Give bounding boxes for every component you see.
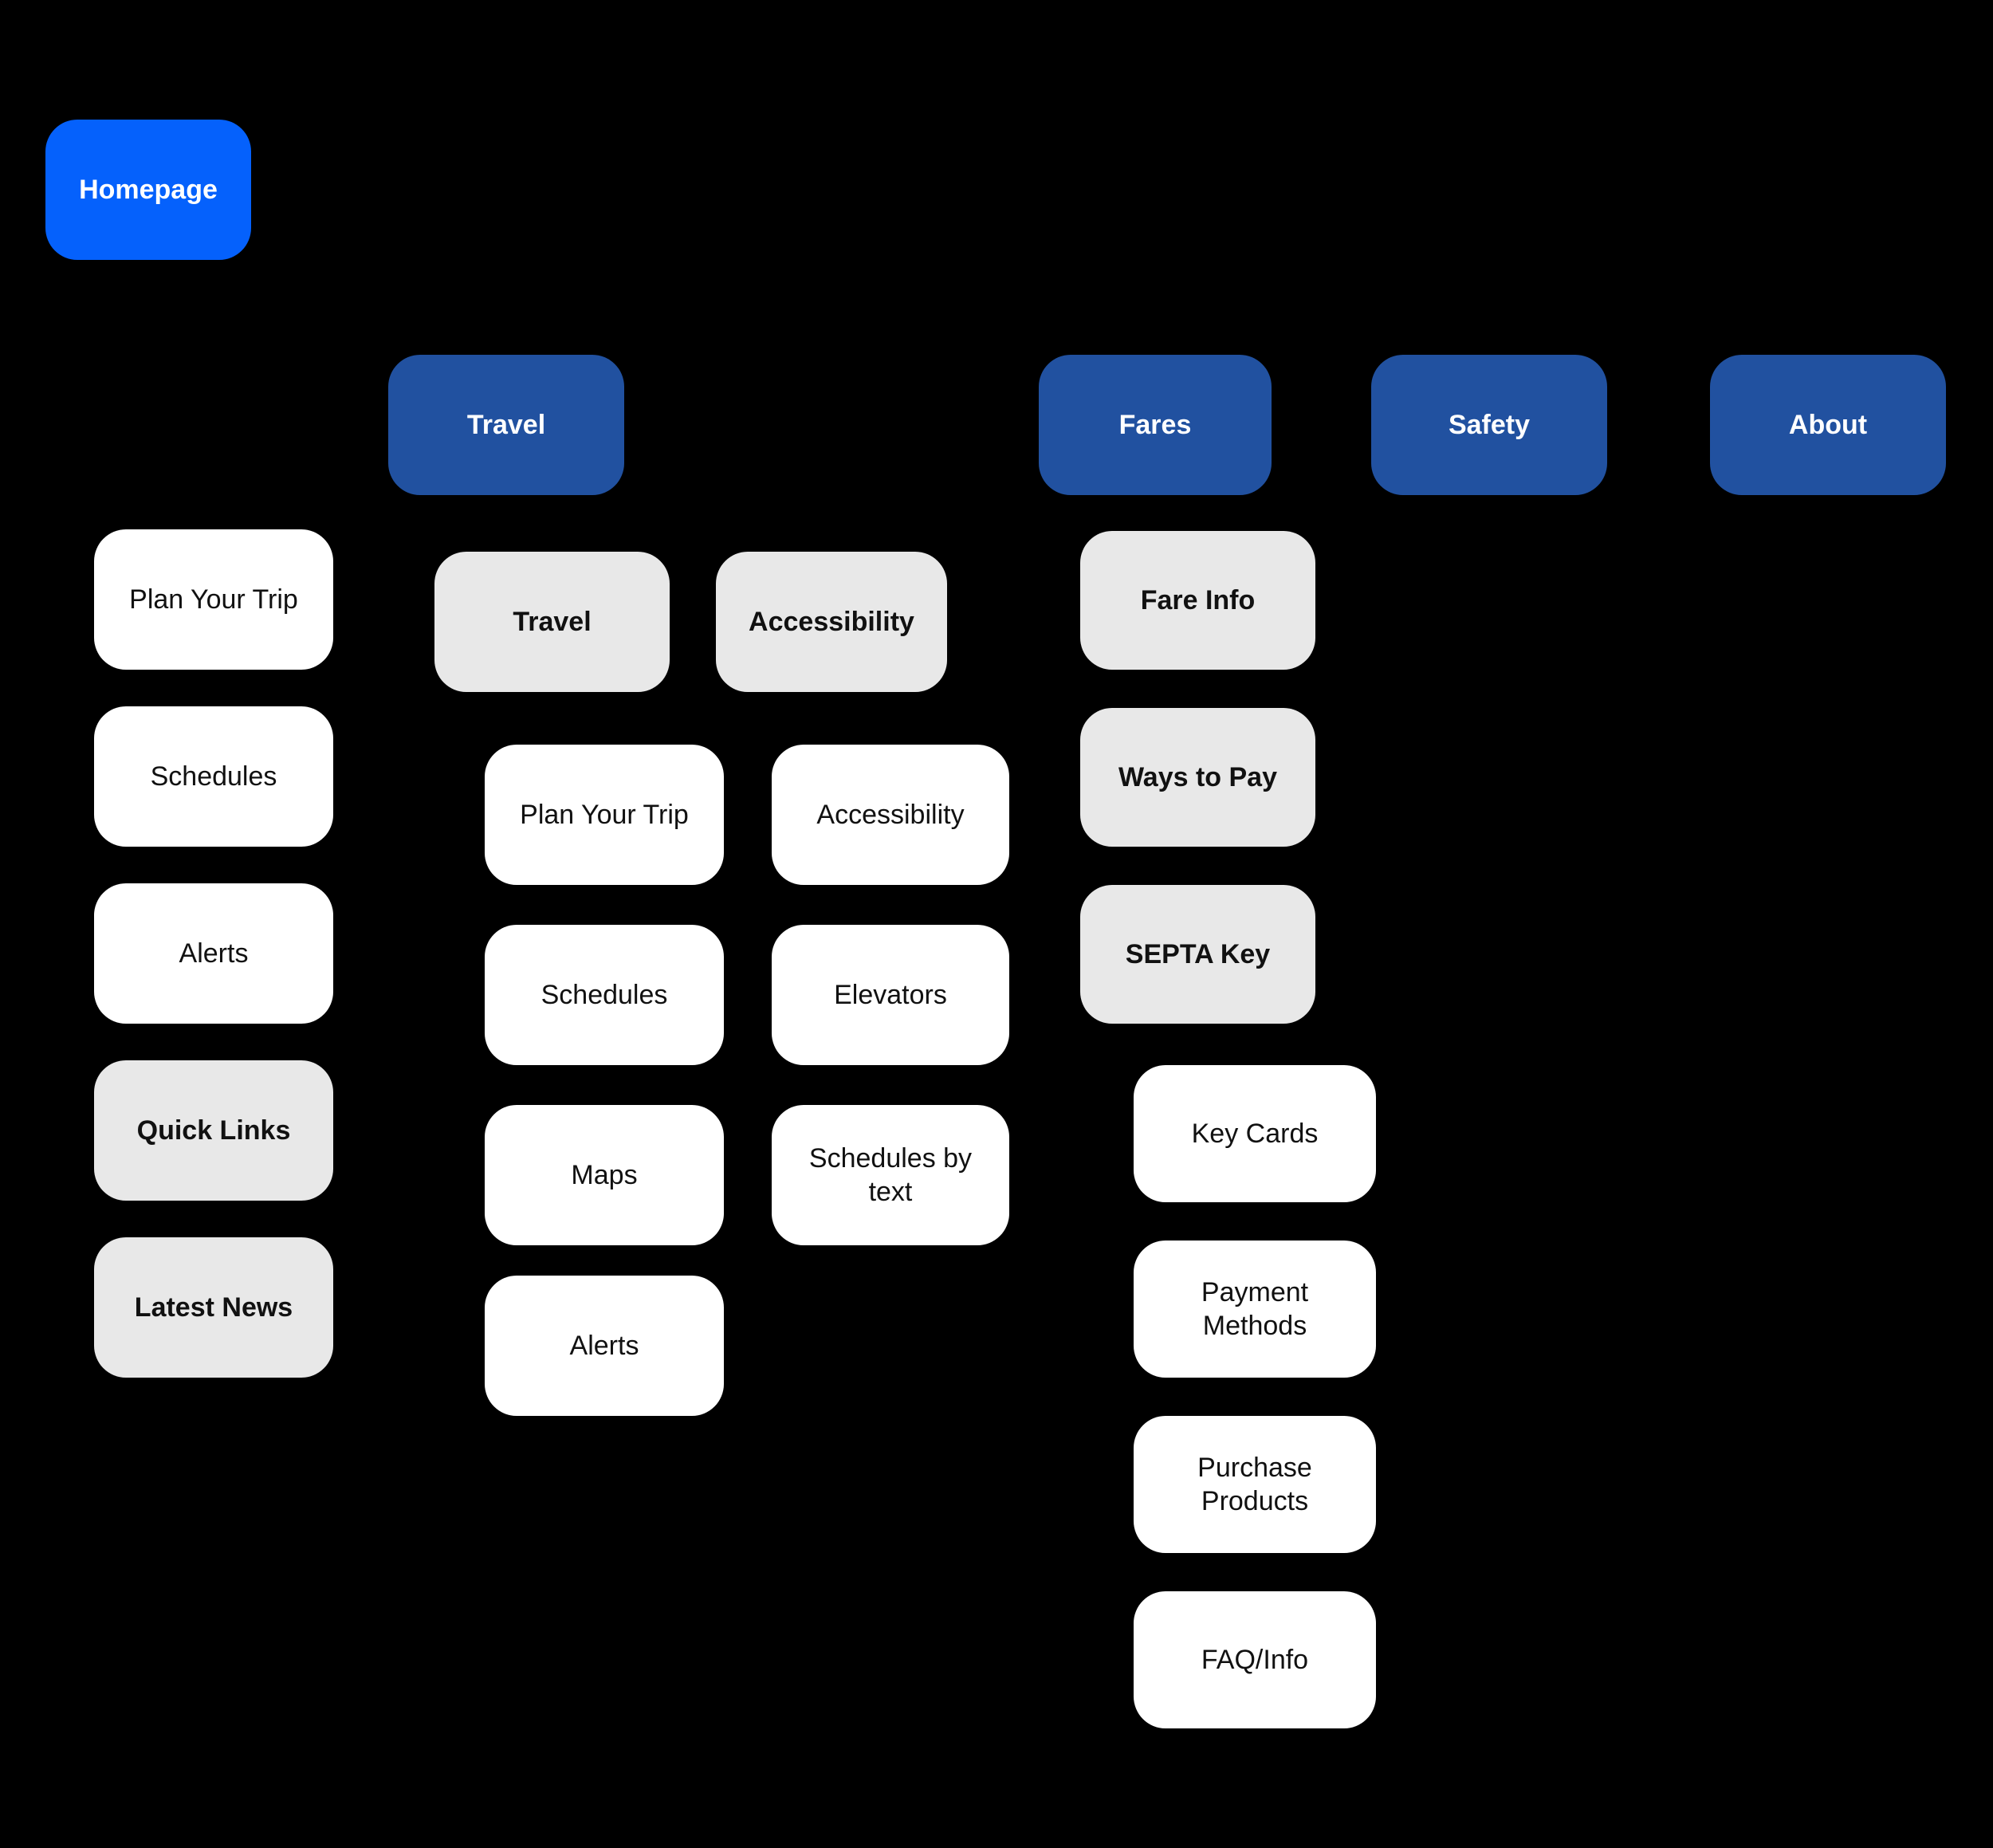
node-septa-key-faq-info: FAQ/Info	[1134, 1591, 1376, 1728]
node-travel-maps: Maps	[485, 1105, 724, 1245]
node-section-safety: Safety	[1371, 355, 1607, 495]
node-home-quick-links: Quick Links	[94, 1060, 333, 1201]
node-travel-plan-your-trip: Plan Your Trip	[485, 745, 724, 885]
node-septa-key-payment-methods: Payment Methods	[1134, 1241, 1376, 1378]
node-section-about: About	[1710, 355, 1946, 495]
node-travel-group-travel: Travel	[434, 552, 670, 692]
node-travel-group-accessibility: Accessibility	[716, 552, 947, 692]
node-fares-septa-key: SEPTA Key	[1080, 885, 1315, 1024]
node-home-schedules: Schedules	[94, 706, 333, 847]
node-home-latest-news: Latest News	[94, 1237, 333, 1378]
node-septa-key-key-cards: Key Cards	[1134, 1065, 1376, 1202]
node-homepage: Homepage	[45, 120, 251, 260]
node-travel-alerts: Alerts	[485, 1276, 724, 1416]
node-section-travel: Travel	[388, 355, 624, 495]
node-accessibility-accessibility: Accessibility	[772, 745, 1009, 885]
node-fares-fare-info: Fare Info	[1080, 531, 1315, 670]
node-fares-ways-to-pay: Ways to Pay	[1080, 708, 1315, 847]
node-septa-key-purchase-products: Purchase Products	[1134, 1416, 1376, 1553]
node-section-fares: Fares	[1039, 355, 1272, 495]
node-accessibility-elevators: Elevators	[772, 925, 1009, 1065]
node-home-plan-your-trip: Plan Your Trip	[94, 529, 333, 670]
node-travel-schedules: Schedules	[485, 925, 724, 1065]
node-home-alerts: Alerts	[94, 883, 333, 1024]
node-accessibility-schedules-by-text: Schedules by text	[772, 1105, 1009, 1245]
